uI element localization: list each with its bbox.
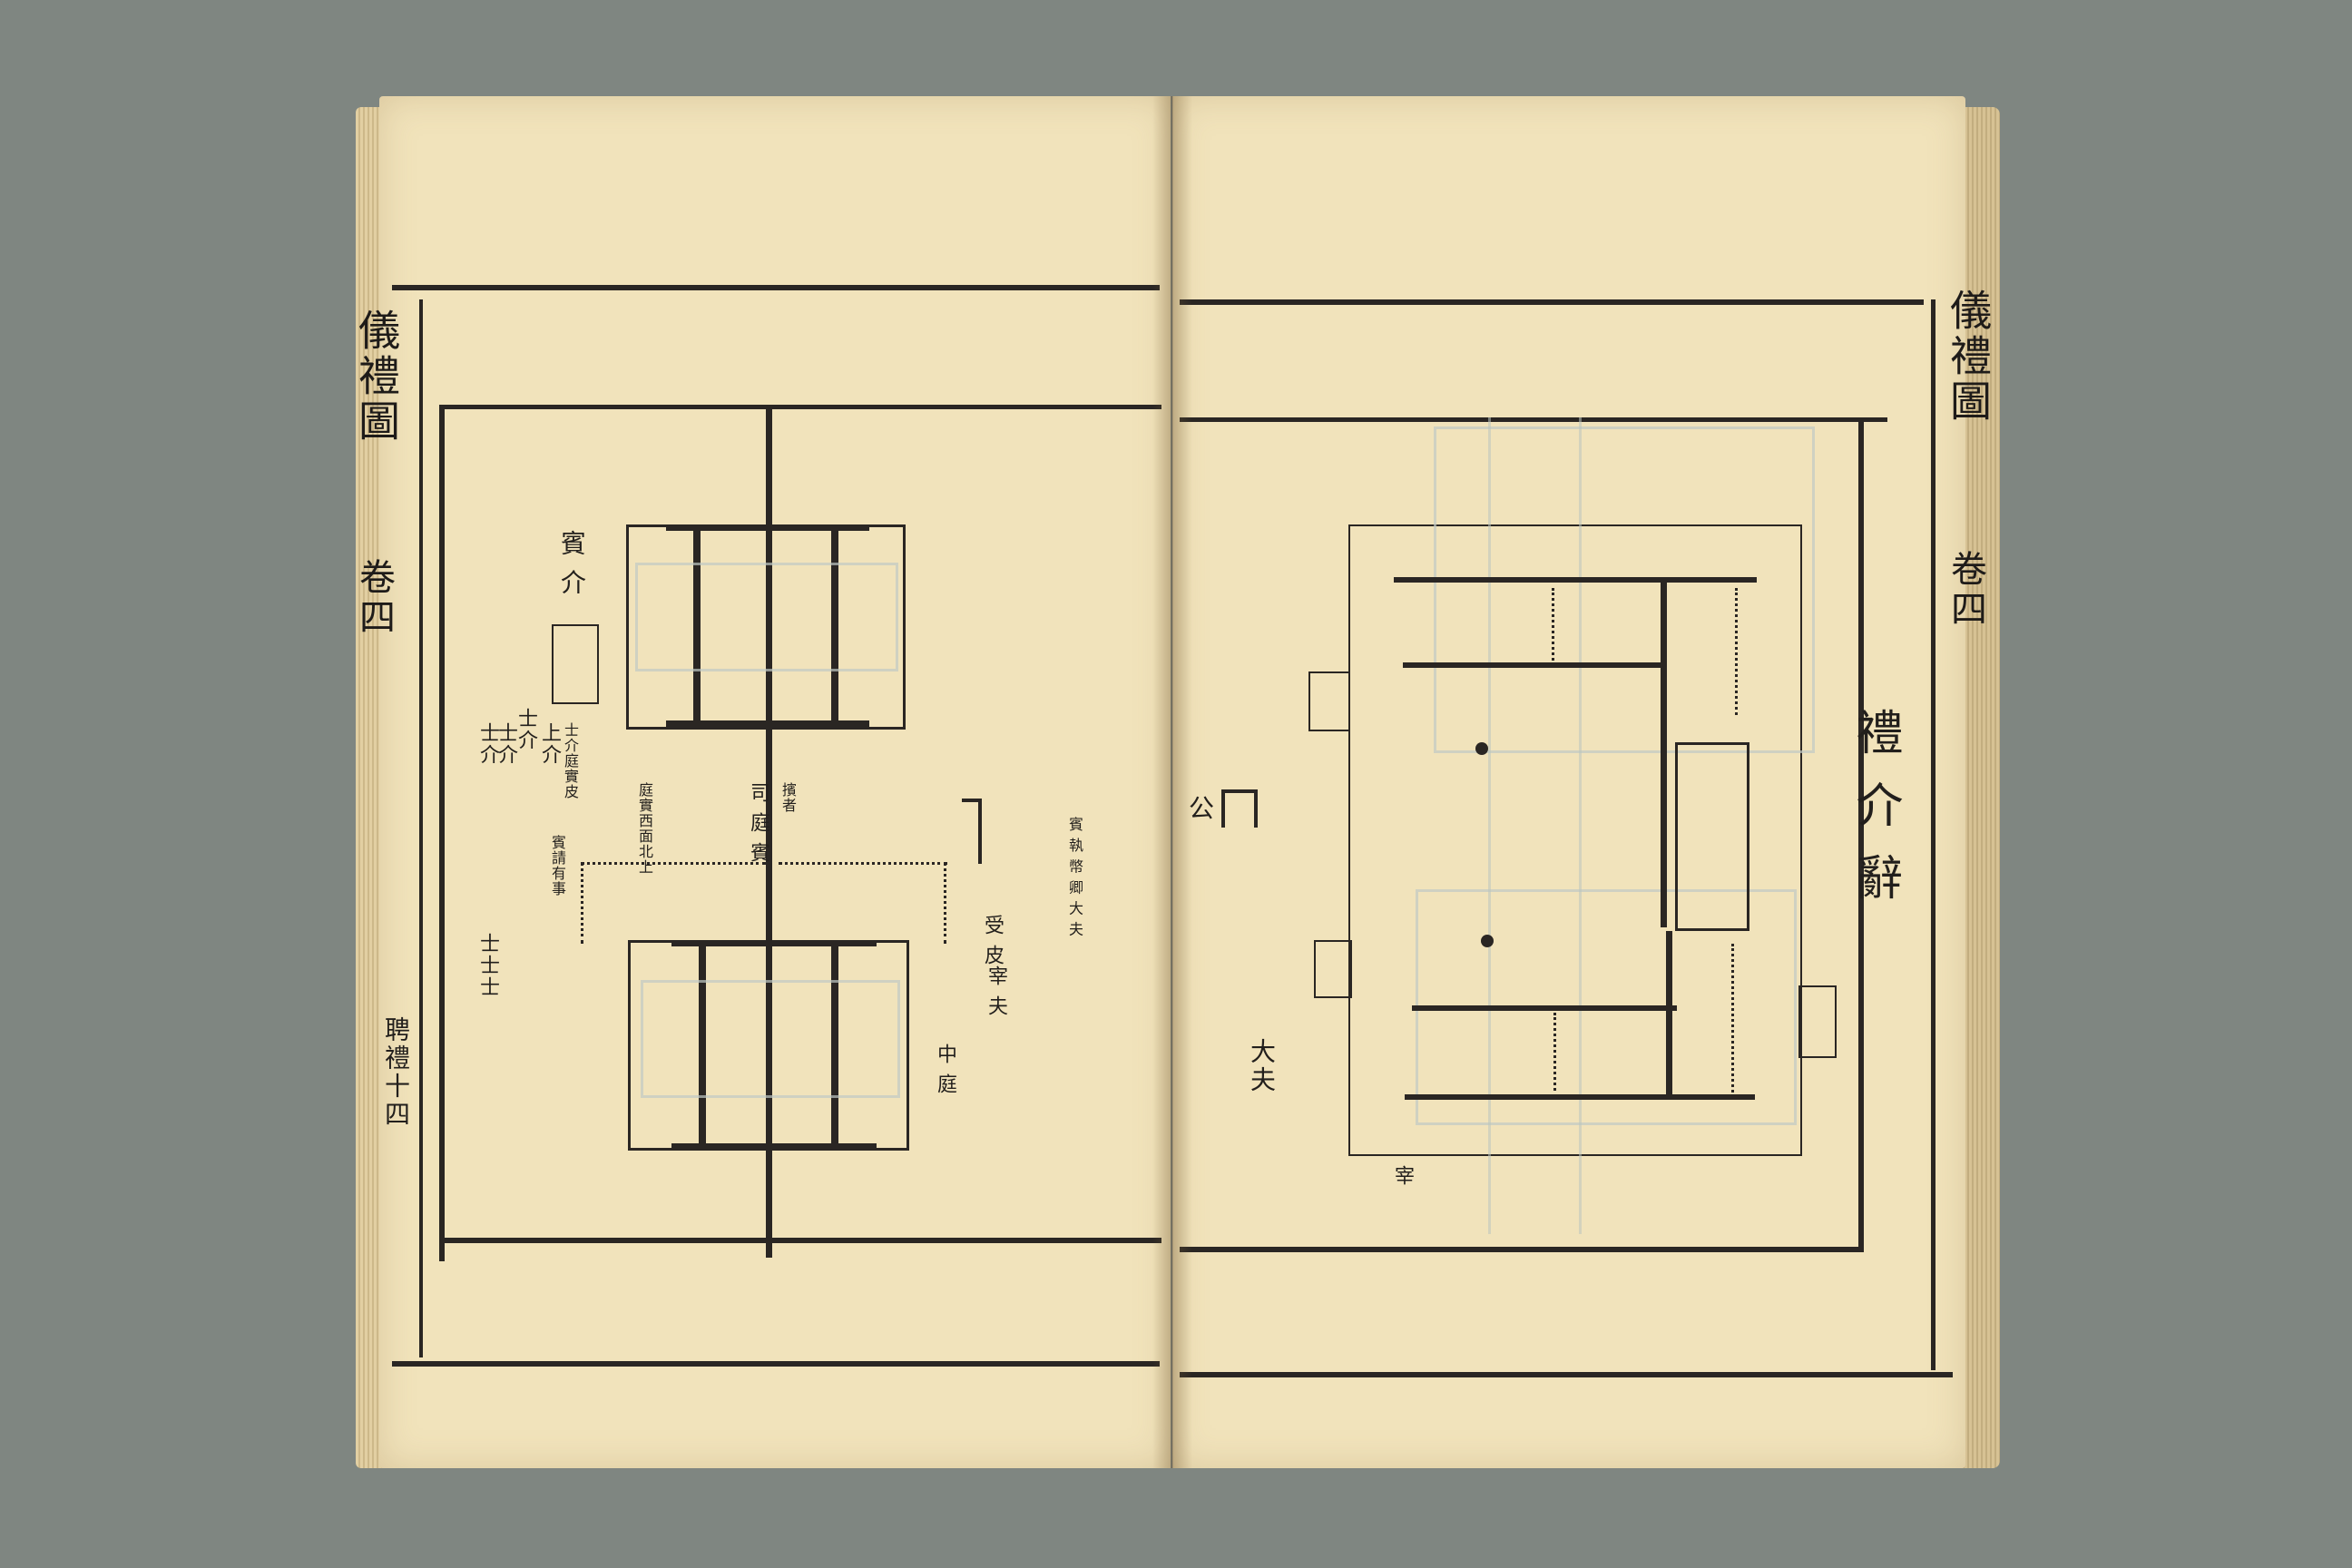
label-col-d: 司 庭 賓 (747, 782, 769, 864)
left-frame-edge (419, 299, 423, 1357)
left-margin-title: 儀禮圖 (352, 309, 401, 445)
left-page-stack (356, 107, 383, 1468)
label-shi: 士士士 (476, 933, 499, 998)
position-dot-upper (1475, 742, 1488, 755)
right-margin-volume: 卷四 (1945, 550, 1986, 630)
upper-hall-post-w (693, 524, 701, 726)
lower-stair-w (1553, 1013, 1556, 1091)
label-jie-1: 上介 (538, 722, 561, 766)
label-zai: 宰 夫 (985, 965, 1007, 1017)
lower-hall-beam-top (671, 940, 877, 946)
left-court-south (439, 1238, 1161, 1243)
label-jie-2: 士介 (514, 708, 537, 751)
right-lower-beam (1412, 1005, 1677, 1011)
lower-stair-e (1731, 944, 1734, 1098)
upper-stair-w (1552, 588, 1554, 661)
label-col-a: 士介庭實皮 (562, 722, 579, 799)
lower-hall-bleed (641, 980, 900, 1098)
left-page (379, 96, 1171, 1468)
lower-hall-beam-bottom (671, 1143, 877, 1150)
right-upper-beam-2 (1403, 662, 1666, 668)
path-west (581, 862, 766, 865)
right-frame-edge (1931, 299, 1936, 1370)
door-mark-w (1221, 789, 1225, 828)
right-lower-post (1666, 931, 1672, 1100)
right-margin-title: 儀禮圖 (1944, 289, 1993, 425)
left-court-top (439, 405, 1161, 409)
right-pavilion (1675, 742, 1749, 931)
right-page (1172, 96, 1965, 1468)
upper-stair-e (1735, 588, 1738, 715)
path-east (779, 862, 947, 865)
gate-notch-lower (1314, 940, 1352, 998)
right-top-rule (1180, 299, 1924, 305)
position-dot-lower (1481, 935, 1494, 947)
label-col-b: 賓請有事 (549, 835, 566, 897)
label-col-e: 擯者 (779, 782, 797, 813)
bleed-line-2 (1579, 417, 1582, 1234)
label-zhong: 中 庭 (934, 1044, 956, 1095)
left-central-axis (766, 405, 772, 1258)
door-mark-e (1254, 789, 1258, 828)
bracket-top (962, 799, 982, 802)
upper-hall-beam-bottom (666, 720, 869, 727)
left-top-rule (392, 285, 1160, 290)
screen-box (552, 624, 599, 704)
label-jie-3: 士介 (495, 722, 517, 766)
door-mark-top (1221, 789, 1258, 793)
right-upper-beam (1394, 577, 1757, 583)
label-col-c: 庭實西面北上 (636, 782, 653, 875)
right-hall-bleed-1 (1434, 426, 1815, 753)
upper-hall-post-e (831, 524, 838, 726)
path-down (944, 862, 946, 944)
diagram-title: 禮介辭 (1847, 708, 1902, 926)
label-col-f: 賓 執 幣 卿 大 夫 (1066, 817, 1083, 937)
bracket-side (978, 799, 982, 864)
upper-hall-beam-top (666, 524, 869, 531)
label-bin-jie: 賓 介 (557, 530, 587, 597)
right-page-stack (1960, 107, 2000, 1468)
bleed-line-1 (1488, 417, 1491, 1234)
right-bottom-rule (1180, 1372, 1953, 1377)
left-bottom-rule (392, 1361, 1160, 1367)
lower-hall-post-w (699, 940, 706, 1147)
path-west-down (581, 862, 583, 944)
left-folio: 聘禮十四 (381, 1016, 411, 1129)
left-margin-volume: 卷四 (353, 558, 395, 638)
label-zai-right: 宰 (1391, 1165, 1414, 1187)
label-dafu: 大夫 (1247, 1038, 1277, 1094)
right-court-east (1858, 417, 1864, 1252)
right-hall-frame (1348, 524, 1802, 1156)
gate-notch-upper (1308, 671, 1350, 731)
left-court-west (439, 405, 445, 1261)
gate-notch-east (1798, 985, 1837, 1058)
right-center-post (1661, 577, 1667, 927)
upper-hall-bleed (635, 563, 898, 671)
label-jie-4: 士介 (476, 722, 499, 766)
book-gutter (1152, 96, 1192, 1468)
right-court-top (1180, 417, 1887, 422)
label-col-g: 受 皮 (981, 915, 1004, 966)
lower-hall-post-e (831, 940, 838, 1147)
right-court-south (1180, 1247, 1864, 1252)
right-lower-beam-2 (1405, 1094, 1755, 1100)
